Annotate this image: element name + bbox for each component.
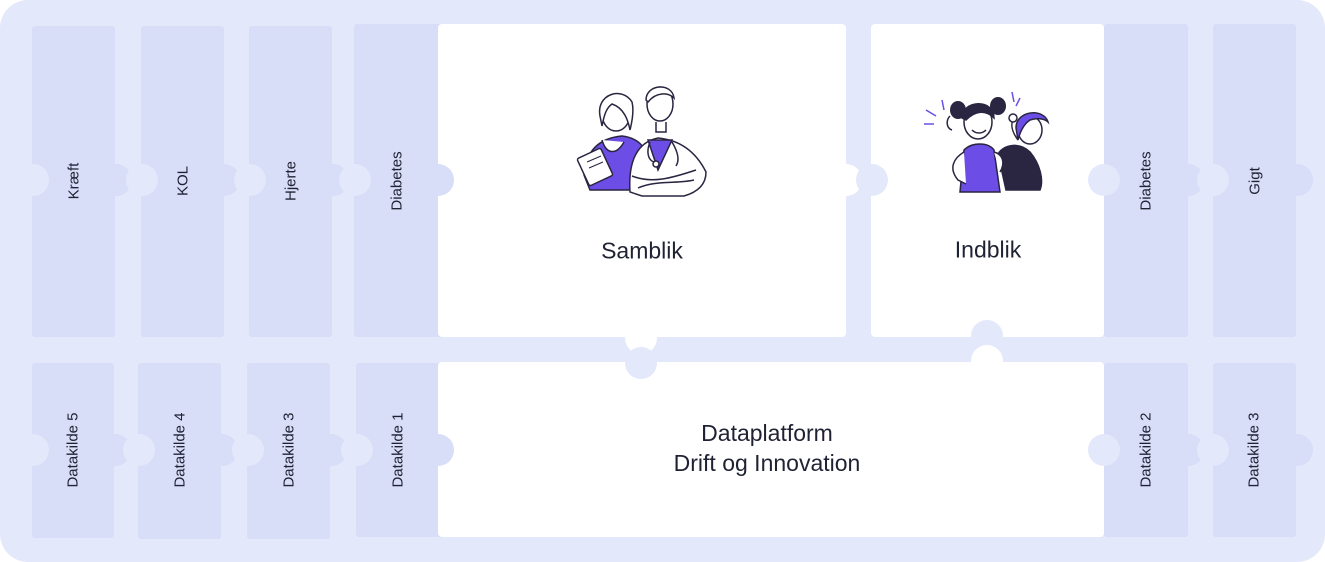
label-datakilde-2: Datakilde 2 <box>1137 412 1155 488</box>
dataplatform-label: Dataplatform Drift og Innovation <box>674 418 861 478</box>
puzzle-knob <box>1281 434 1313 466</box>
label-diabetes-left: Diabetes <box>388 151 406 211</box>
dataplatform-panel <box>438 362 1104 537</box>
puzzle-socket <box>625 347 657 379</box>
indblik-label: Indblik <box>954 236 1022 263</box>
puzzle-socket <box>341 434 373 466</box>
puzzle-socket <box>232 434 264 466</box>
label-diabetes-right: Diabetes <box>1137 151 1155 211</box>
label-datakilde-5: Datakilde 5 <box>64 412 82 488</box>
label-datakilde-1: Datakilde 1 <box>389 412 407 488</box>
dataplatform-title: Dataplatform <box>701 420 833 446</box>
puzzle-socket <box>1197 164 1229 196</box>
people-illustration-icon <box>924 91 1050 193</box>
label-datakilde-4: Datakilde 4 <box>171 412 189 488</box>
puzzle-socket <box>1088 434 1120 466</box>
label-datakilde-3-right: Datakilde 3 <box>1245 412 1263 488</box>
label-gigt: Gigt <box>1246 167 1264 195</box>
puzzle-socket <box>123 434 155 466</box>
puzzle-knob <box>422 164 454 196</box>
puzzle-socket <box>856 164 888 196</box>
puzzle-socket <box>126 164 158 196</box>
label-hjerte: Hjerte <box>282 160 300 202</box>
puzzle-socket <box>339 164 371 196</box>
puzzle-socket <box>17 434 49 466</box>
puzzle-knob <box>422 434 454 466</box>
puzzle-socket <box>234 164 266 196</box>
dataplatform-subtitle: Drift og Innovation <box>673 450 861 476</box>
label-kraeft: Kræft <box>65 162 83 200</box>
doctors-illustration-icon <box>576 86 707 197</box>
puzzle-knob <box>971 345 1003 377</box>
puzzle-socket <box>1197 434 1229 466</box>
samblik-label: Samblik <box>601 237 683 264</box>
puzzle-socket <box>17 164 49 196</box>
label-kol: KOL <box>174 165 192 197</box>
label-datakilde-3-left: Datakilde 3 <box>280 412 298 488</box>
puzzle-socket <box>1088 164 1120 196</box>
puzzle-knob <box>1281 164 1313 196</box>
